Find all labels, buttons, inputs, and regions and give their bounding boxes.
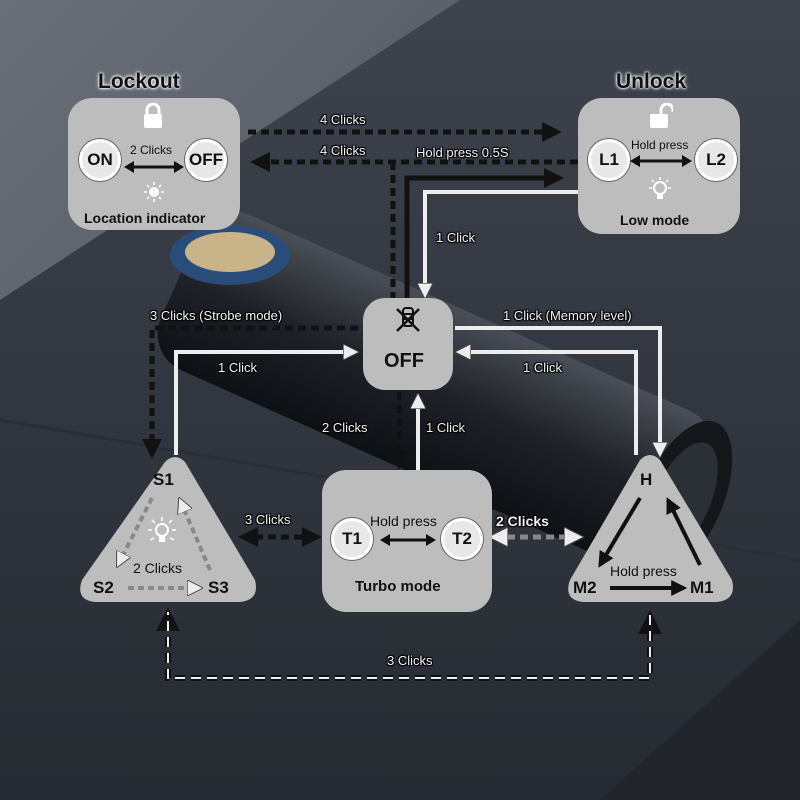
label-unlock-to-lockout: 4 Clicks [320,143,366,158]
arrow-m1-h [666,497,702,566]
lock-open-icon [650,103,673,128]
label-off-to-unlock-hold: Hold press 0.5S [416,145,509,160]
unlock-action: Hold press [631,138,689,152]
memory-h: H [640,470,653,489]
turbo-t1-circle: T1 [331,518,373,560]
unlock-l1-circle: L1 [588,139,630,181]
strobe-action: 2 Clicks [133,560,183,576]
memory-action: Hold press [610,563,677,579]
label-strobe-to-off: 1 Click [218,360,258,375]
unlock-caption: Low mode [620,212,690,228]
lockout-title: Lockout [98,70,180,93]
lockout-caption: Location indicator [84,210,206,226]
unlock-title: Unlock [616,70,687,93]
arrow-unlock-to-off [425,190,580,296]
unlock-double-arrow [630,155,692,167]
strobe-s3: S3 [208,578,229,597]
strobe-bulb-icon [148,517,176,542]
location-indicator-icon [144,182,164,202]
arrow-s3-s1 [180,500,212,571]
label-memory-to-off: 1 Click [523,360,563,375]
strobe-s1: S1 [153,470,174,489]
arrow-memory-to-off [458,352,638,455]
arrow-h-m2 [598,496,642,568]
memory-m2: M2 [573,578,597,597]
arrow-s1-s2 [118,497,154,565]
turbo-action: Hold press [370,513,437,529]
unlock-l2-circle: L2 [695,139,737,181]
label-memory-to-turbo: 2 Clicks [496,513,549,529]
label-unlock-to-off: 1 Click [436,230,476,245]
label-off-to-memory: 1 Click (Memory level) [503,308,632,323]
label-off-to-turbo: 2 Clicks [322,420,368,435]
lockout-action: 2 Clicks [130,143,173,157]
lockout-off-circle: OFF [185,139,227,181]
label-lockout-to-unlock: 4 Clicks [320,112,366,127]
memory-m1: M1 [690,578,714,597]
turbo-double-arrow [380,534,436,546]
arrow-memory-strobe-loop-light [167,612,651,679]
lockout-double-arrow [124,161,184,173]
arrow-memory-strobe-loop [156,607,662,681]
off-label: OFF [384,350,424,372]
arrow-off-to-memory [455,326,660,455]
label-memory-strobe-loop: 3 Clicks [387,653,433,668]
arrow-off-to-unlock-hold [404,168,564,300]
light-off-icon [396,307,420,332]
label-strobe-to-turbo: 3 Clicks [245,512,291,527]
low-mode-bulb-icon [649,177,671,199]
label-off-to-strobe: 3 Clicks (Strobe mode) [150,308,283,323]
arrow-off-to-strobe [142,325,358,459]
turbo-caption: Turbo mode [355,578,441,595]
label-turbo-to-off: 1 Click [426,420,466,435]
turbo-t2-circle: T2 [441,518,483,560]
lock-closed-icon [144,103,162,128]
arrow-strobe-to-off [174,352,356,455]
strobe-s2: S2 [93,578,114,597]
lockout-on-circle: ON [79,139,121,181]
